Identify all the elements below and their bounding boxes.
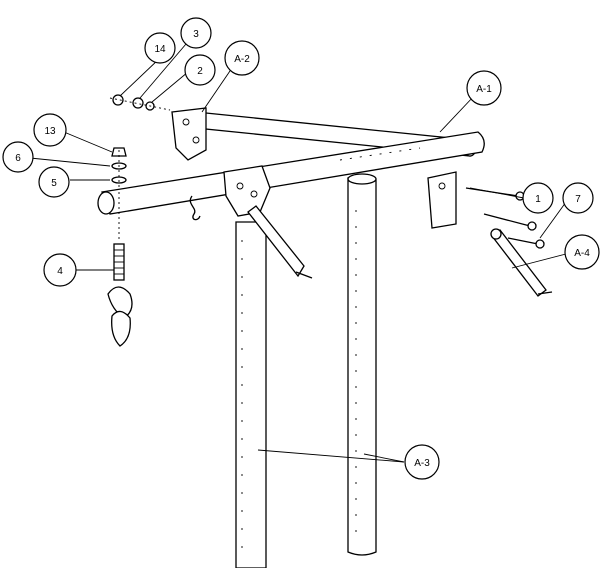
bar-s-hook <box>189 195 201 221</box>
swing-hanger-assembly <box>107 192 133 347</box>
callout-label: 5 <box>51 178 57 189</box>
callout-label: 7 <box>575 194 581 205</box>
callout-label: 6 <box>15 153 21 164</box>
upper-hardware-set <box>109 94 171 111</box>
callout-label: A-1 <box>476 84 492 95</box>
right-bracket <box>427 171 457 229</box>
callout-label: 2 <box>197 66 203 77</box>
callout-a2: A-2 <box>224 40 260 76</box>
callout-label: 13 <box>44 126 56 137</box>
front-leg-pipe <box>235 221 267 568</box>
callout-1: 1 <box>522 182 554 214</box>
callout-a1: A-1 <box>466 70 502 106</box>
callout-7: 7 <box>562 182 594 214</box>
callout-label: A-3 <box>414 458 430 469</box>
callout-a3: A-3 <box>404 444 440 480</box>
callout-label: 14 <box>154 44 166 55</box>
callout-label: A-2 <box>234 54 250 65</box>
callout-5: 5 <box>38 166 70 198</box>
bolt-1b <box>483 213 537 231</box>
bolt-1 <box>465 187 525 201</box>
callout-label: 1 <box>535 194 541 205</box>
left-bracket <box>171 107 207 161</box>
callout-4: 4 <box>43 253 77 287</box>
bolt-7 <box>507 237 545 249</box>
callout-13: 13 <box>33 113 67 147</box>
callout-a4: A-4 <box>564 234 600 270</box>
callout-label: A-4 <box>574 248 590 259</box>
leader-lines <box>29 43 567 463</box>
center-joint-bracket <box>223 165 271 217</box>
callout-6: 6 <box>2 141 34 173</box>
callout-3: 3 <box>180 17 212 49</box>
diagonal-brace-right <box>490 228 553 297</box>
callout-14: 14 <box>144 32 176 64</box>
top-bar-pipe <box>97 131 485 215</box>
callout-2: 2 <box>184 54 216 86</box>
callout-label: 3 <box>193 29 199 40</box>
callout-label: 4 <box>57 266 63 277</box>
diagonal-brace-center <box>247 205 313 279</box>
back-leg-pipe <box>347 173 377 556</box>
